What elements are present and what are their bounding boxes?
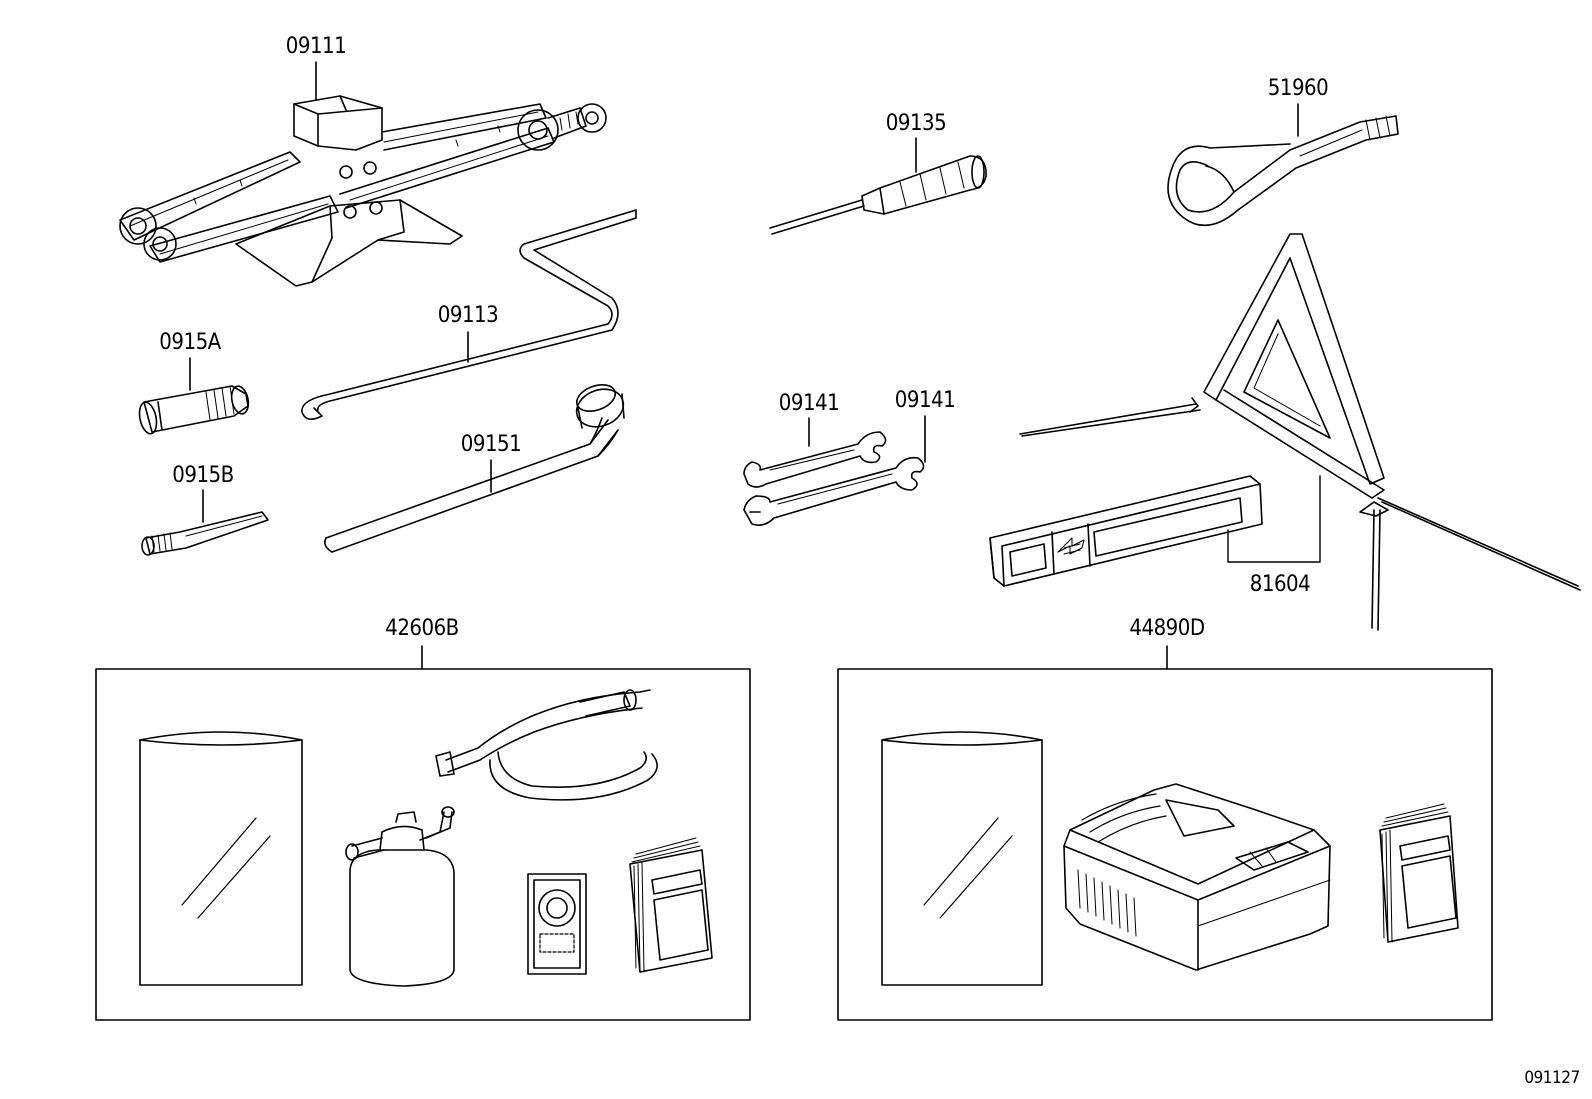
figure-number: 091127 <box>1524 1068 1580 1088</box>
part-label-wrench-large: 09141 <box>894 388 956 413</box>
part-label-screwdriver: 09135 <box>885 111 947 136</box>
part-label-repair-kit-sealant: 42606B <box>385 616 459 641</box>
part-label-wrench-small: 09141 <box>778 391 840 416</box>
part-label-repair-kit-compressor: 44890D <box>1129 616 1205 641</box>
screwdriver-drawing <box>770 138 986 234</box>
wheel-wrench-drawing <box>325 380 629 552</box>
scissor-jack-drawing <box>120 62 606 286</box>
part-label-warning-triangle: 81604 <box>1249 572 1311 597</box>
repair-kit-sealant-drawing <box>96 646 750 1020</box>
adapter-a-drawing <box>137 358 251 435</box>
part-label-jack: 09111 <box>285 34 347 59</box>
jack-handle-drawing <box>302 210 636 419</box>
part-label-towing-eye: 51960 <box>1267 76 1329 101</box>
wrenches-drawing <box>744 416 925 525</box>
repair-kit-compressor-drawing <box>838 646 1492 1020</box>
part-label-adapter-a: 0915A <box>159 330 221 355</box>
part-label-jack-handle: 09113 <box>437 303 499 328</box>
adapter-b-drawing <box>142 490 268 555</box>
warning-triangle-drawing <box>990 234 1580 630</box>
towing-eye-drawing <box>1168 104 1398 225</box>
part-label-adapter-b: 0915B <box>172 463 234 488</box>
part-label-wheel-wrench: 09151 <box>460 432 522 457</box>
